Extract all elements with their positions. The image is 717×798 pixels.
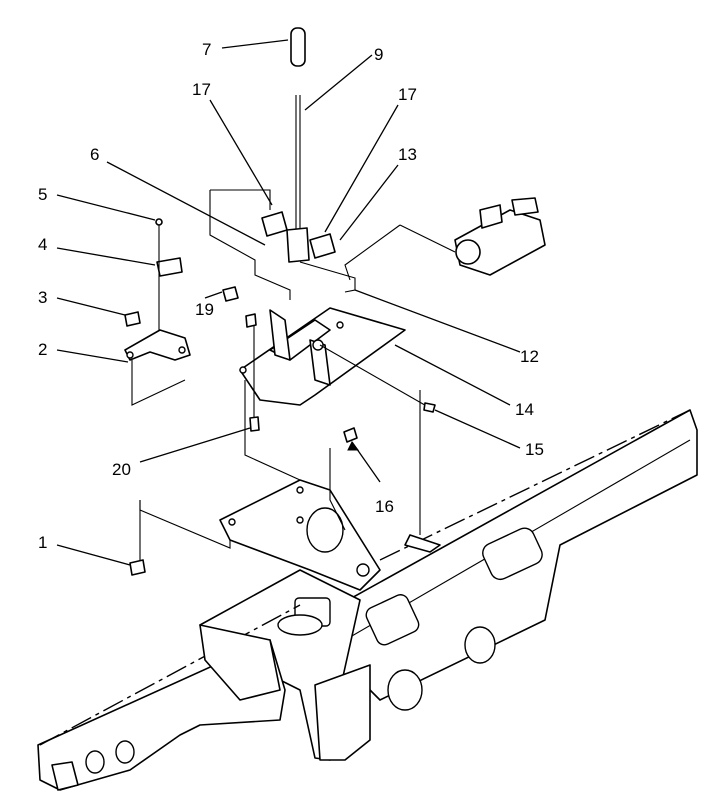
callout-5: 5 (38, 185, 47, 204)
callout-13: 13 (398, 145, 417, 164)
nut-19 (222, 286, 239, 302)
callout-17-left: 17 (192, 80, 211, 99)
callout-3: 3 (38, 288, 47, 307)
callout-19: 19 (195, 300, 214, 319)
callout-20: 20 (112, 460, 131, 479)
shift-lever-9 (286, 27, 310, 263)
chassis-frame (37, 409, 698, 791)
assembly-lines (131, 189, 456, 560)
nut-3 (124, 311, 141, 327)
mounting-plate-14 (239, 307, 406, 406)
callout-12: 12 (520, 347, 539, 366)
callout-15: 15 (525, 440, 544, 459)
callout-14: 14 (515, 400, 534, 419)
bracket-2 (124, 329, 191, 361)
spacer-4 (156, 257, 183, 277)
leader-lines (56, 39, 521, 566)
callout-9: 9 (374, 45, 383, 64)
callout-2: 2 (38, 340, 47, 359)
link-13 (299, 261, 356, 293)
spring-16 (343, 427, 358, 443)
callout-17-right: 17 (398, 85, 417, 104)
bolt-5 (155, 218, 163, 330)
callout-6: 6 (90, 145, 99, 164)
bushings-17 (261, 211, 336, 259)
control-valve (454, 197, 546, 276)
nut-1 (129, 559, 146, 576)
callout-1: 1 (38, 533, 47, 552)
callout-numbers: 7 9 17 17 13 6 5 4 3 19 2 12 14 15 20 16… (38, 40, 544, 552)
bolt-15 (319, 344, 436, 413)
bolt-20 (245, 313, 260, 432)
callout-16: 16 (375, 497, 394, 516)
callout-7: 7 (202, 40, 211, 59)
callout-4: 4 (38, 235, 47, 254)
